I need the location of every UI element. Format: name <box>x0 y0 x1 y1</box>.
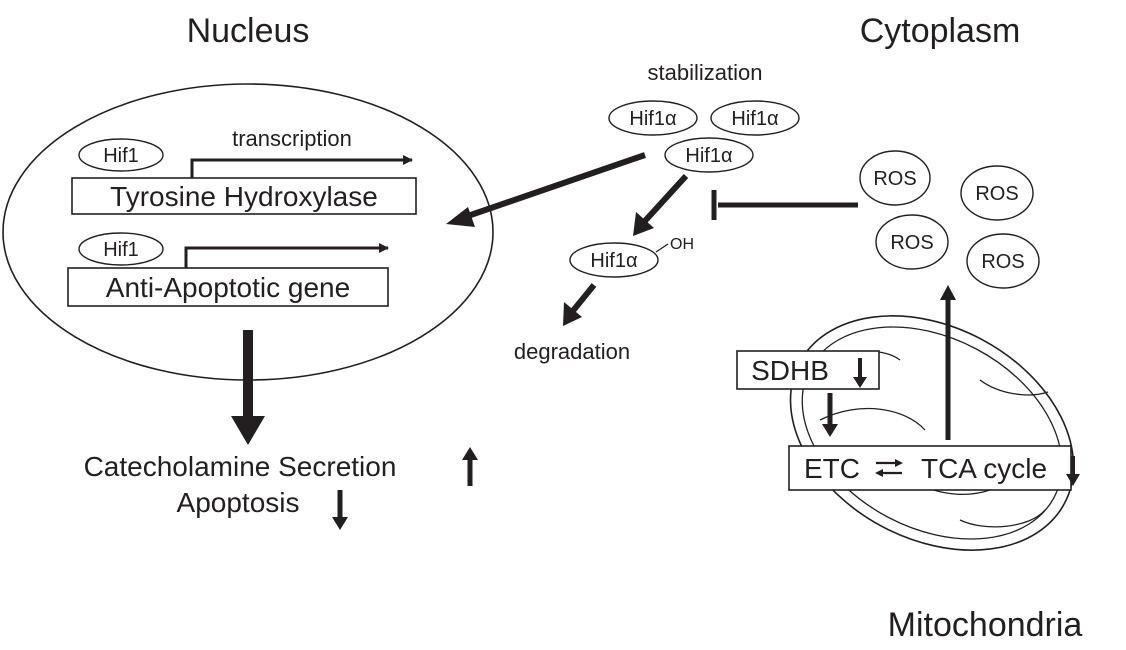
gene-box-anti-apoptotic <box>67 267 389 307</box>
sdhb-down-arrow-head <box>853 377 867 388</box>
ros-label: ROS <box>890 232 933 254</box>
alpha-symbol: α <box>626 250 638 272</box>
degradation-label: degradation <box>514 339 630 364</box>
apoptosis-label: Apoptosis <box>177 487 300 518</box>
gene-label-tyrosine-hydroxylase: Tyrosine Hydroxylase <box>110 181 378 212</box>
etc-tca-equilibrium-icon <box>875 459 903 477</box>
hif1-bubble <box>78 138 164 172</box>
hif1a-bubble-right: Hif1α <box>710 100 800 136</box>
hif1a-to-nucleus-arrow-head <box>446 207 475 227</box>
hif1a-label: Hif1 <box>590 250 626 272</box>
hif1a-label: Hif1 <box>685 145 721 167</box>
sdhb-label: SDHB <box>751 355 829 386</box>
gene-box-tyrosine-hydroxylase <box>71 177 417 215</box>
svg-text:Hif1α: Hif1α <box>731 108 778 130</box>
degradation-arrow-head <box>563 302 582 326</box>
ros-label: ROS <box>975 183 1018 205</box>
outcome-arrow-head <box>231 416 265 445</box>
cytoplasm-title: Cytoplasm <box>860 12 1021 50</box>
ros-bubble: ROS <box>960 165 1034 221</box>
hif1-label: Hif1 <box>103 239 139 261</box>
hydroxyl-bond <box>655 243 669 253</box>
etc-label: ETC <box>804 453 860 484</box>
ros-label: ROS <box>873 168 916 190</box>
alpha-symbol: α <box>767 108 779 130</box>
hif1a-label: Hif1 <box>629 108 665 130</box>
hydroxylation-arrow-head <box>633 212 654 236</box>
hydroxylation-arrow <box>641 173 689 225</box>
hif1a-bubble-left: Hif1α <box>608 100 698 136</box>
gene-label-anti-apoptotic: Anti-Apoptotic gene <box>106 272 350 303</box>
ros-bubble: ROS <box>966 233 1040 289</box>
mitochondrion <box>789 315 1075 551</box>
ros-bubble: ROS <box>859 150 931 206</box>
hif1a-to-nucleus-arrow <box>461 152 646 221</box>
alpha-symbol: α <box>665 108 677 130</box>
sdhb-box <box>736 350 880 390</box>
hydroxyl-label: OH <box>670 236 694 253</box>
tca-to-ros-arrow-head <box>940 285 956 300</box>
tca-cycle-label: TCA cycle <box>921 453 1047 484</box>
hif1-bubble <box>78 232 164 266</box>
hif1a-bubble-center: Hif1α <box>664 137 754 173</box>
degradation-arrow <box>569 283 597 314</box>
svg-text:Hif1α: Hif1α <box>685 145 732 167</box>
secretion-up-arrow-head <box>462 447 478 460</box>
ros-bubble: ROS <box>875 214 949 270</box>
hif1a-oh-bubble: Hif1α <box>569 242 659 278</box>
svg-text:Hif1α: Hif1α <box>590 250 637 272</box>
apoptosis-down-arrow-head <box>332 517 348 530</box>
transcription-label: transcription <box>232 126 352 151</box>
svg-text:Hif1α: Hif1α <box>629 108 676 130</box>
hif1a-label: Hif1 <box>731 108 767 130</box>
ros-label: ROS <box>981 251 1024 273</box>
transcription-arrow-1 <box>190 155 413 178</box>
alpha-symbol: α <box>721 145 733 167</box>
tca-down-arrow-head <box>1066 474 1080 486</box>
mitochondria-title: Mitochondria <box>888 606 1083 644</box>
stabilization-label: stabilization <box>648 60 763 85</box>
sdhb-to-etc-arrow-head <box>822 424 838 437</box>
nucleus-title: Nucleus <box>187 12 310 50</box>
catecholamine-secretion-label: Catecholamine Secretion <box>84 451 397 482</box>
transcription-arrow-2 <box>184 243 389 268</box>
hif1-label: Hif1 <box>103 145 139 167</box>
